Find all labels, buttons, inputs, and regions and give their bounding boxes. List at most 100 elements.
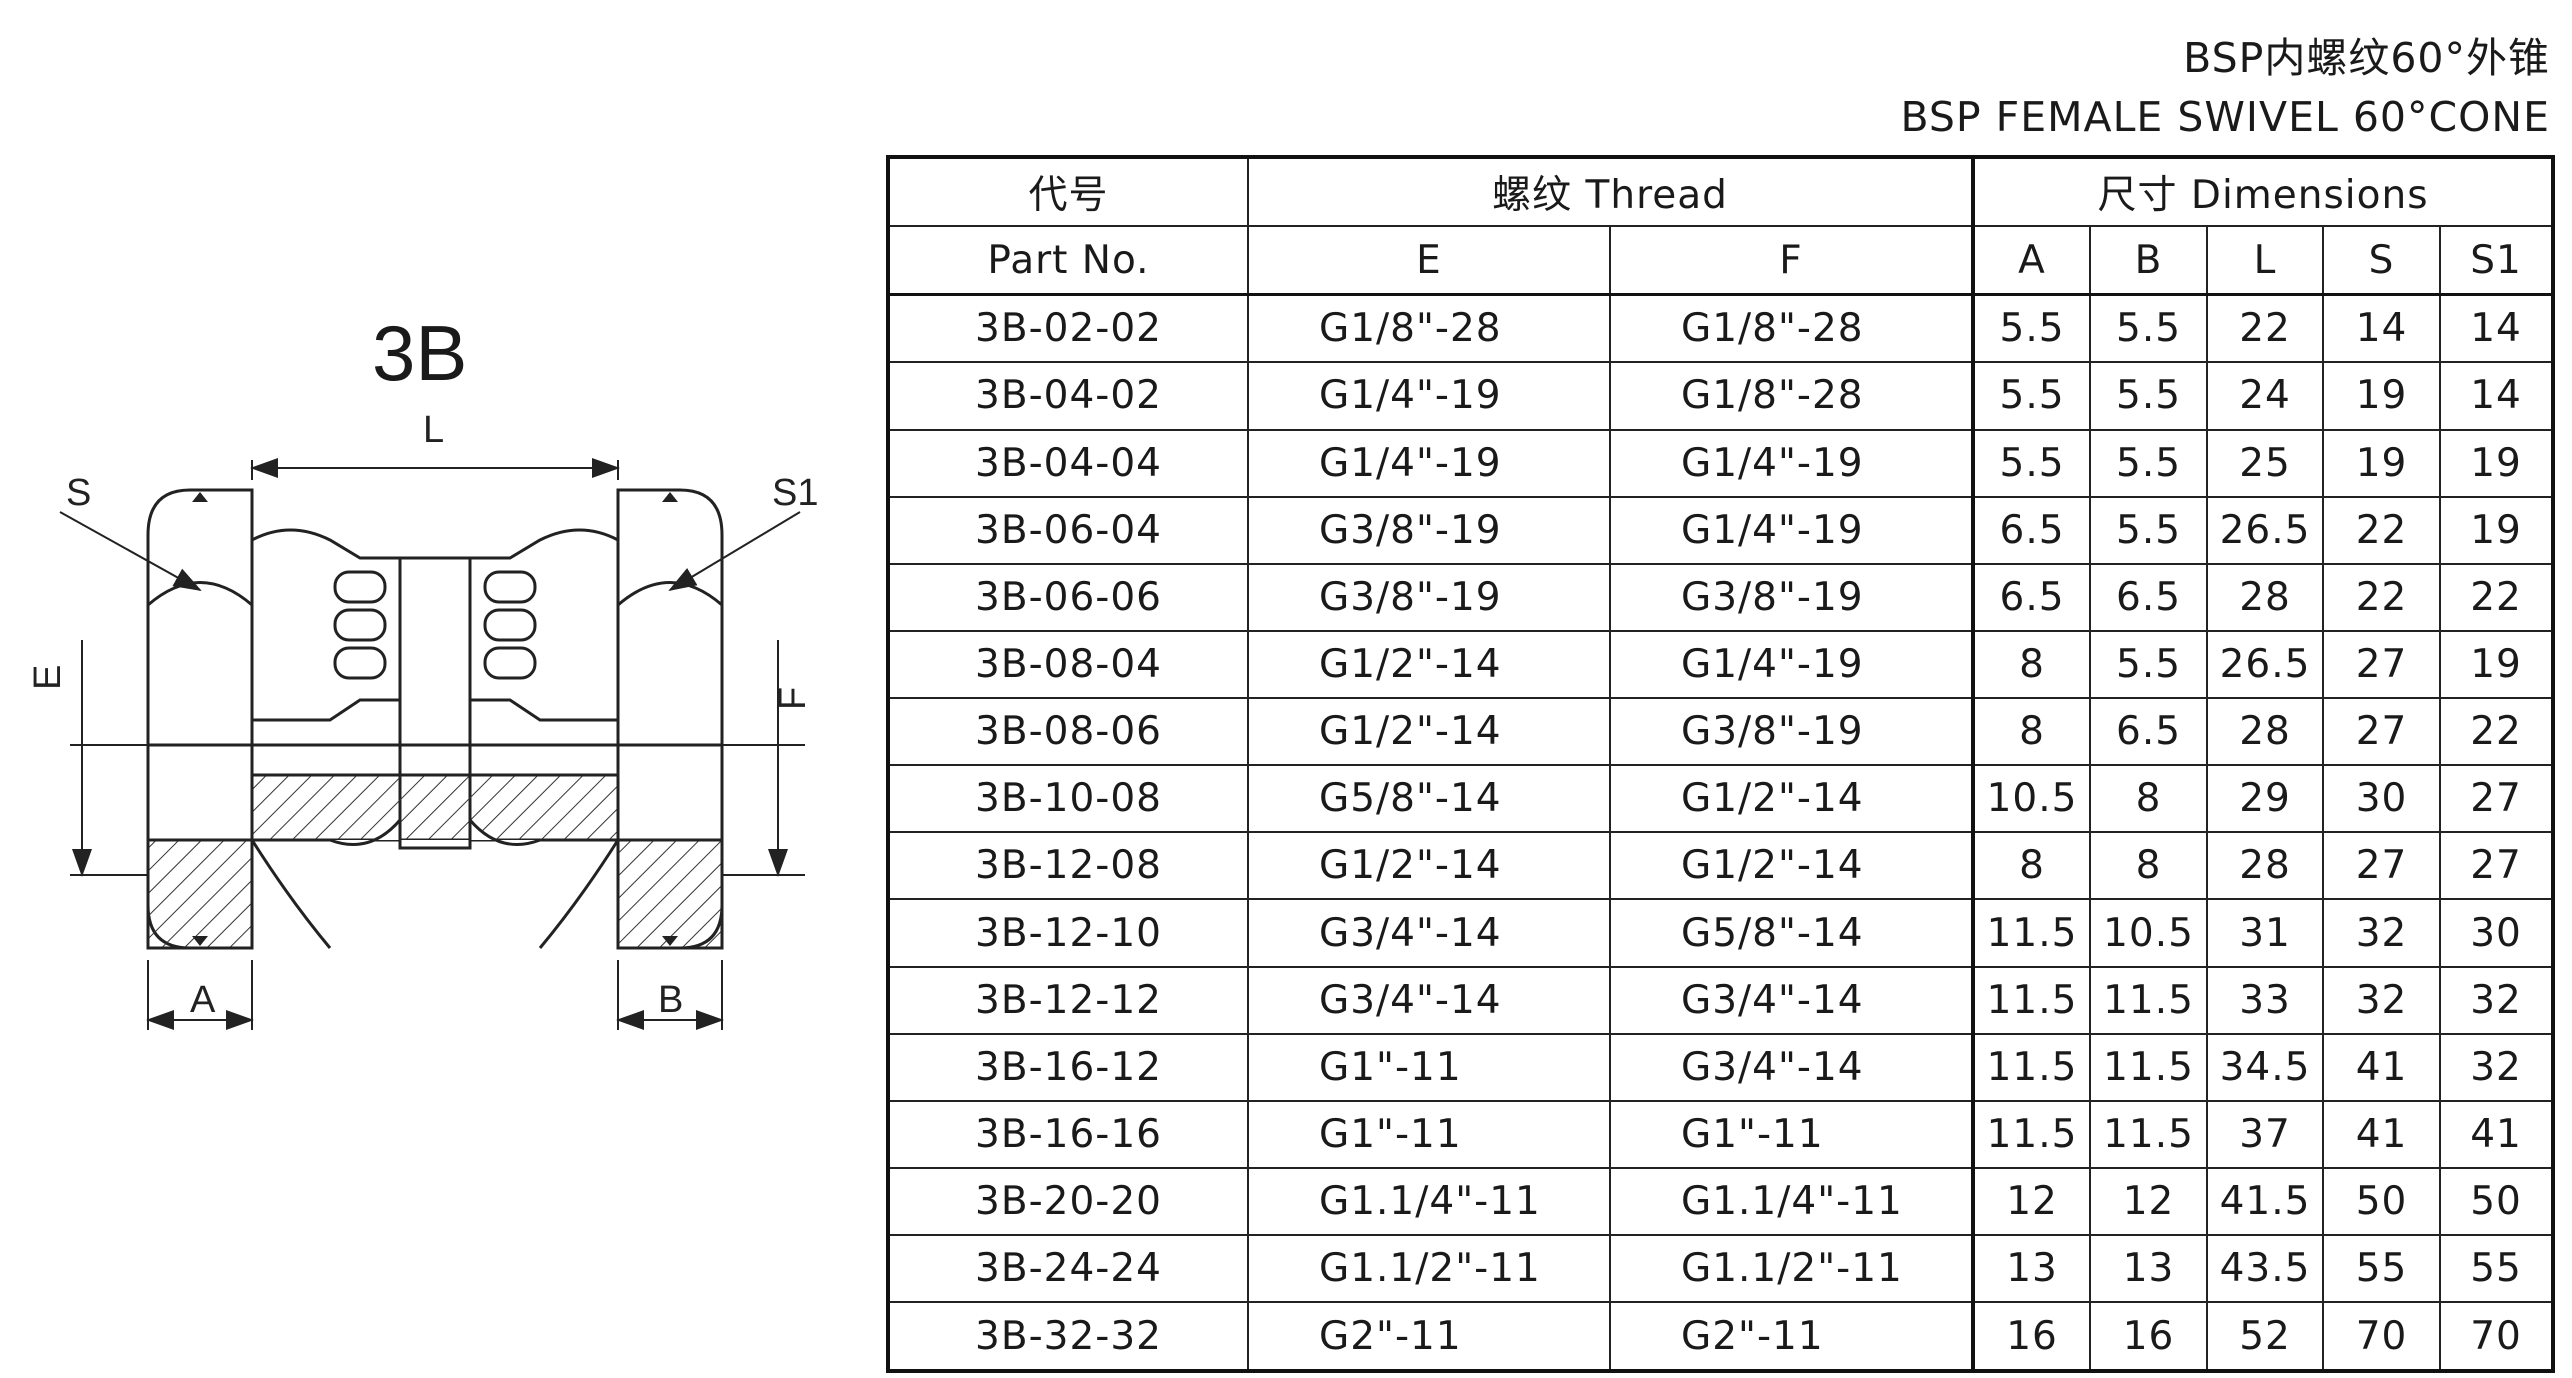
dim-label-F: F: [772, 687, 814, 710]
cell-dim-b: 12: [2089, 1167, 2209, 1237]
dim-label-L: L: [423, 409, 444, 451]
cell-dim-b: 5.5: [2089, 629, 2209, 700]
cell-dim-a: 6.5: [1971, 495, 2092, 565]
cell-dim-l: 25: [2206, 428, 2325, 498]
cell-part-no: 3B-12-12: [887, 965, 1249, 1035]
cell-thread-f: G3/8"-19: [1608, 697, 1975, 767]
cell-dim-l: 28: [2206, 831, 2325, 901]
header-col-A: A: [1971, 225, 2092, 296]
cell-thread-e: G1/8"-28: [1247, 293, 1611, 364]
cell-dim-l: 31: [2206, 898, 2325, 968]
cell-part-no: 3B-12-10: [887, 898, 1249, 968]
cell-thread-f: G3/8"-19: [1608, 562, 1975, 632]
cell-dim-b: 11.5: [2089, 965, 2209, 1035]
header-col-S1: S1: [2439, 225, 2555, 296]
cell-dim-s: 50: [2322, 1167, 2442, 1237]
cell-thread-f: G5/8"-14: [1608, 898, 1975, 968]
cell-thread-e: G3/4"-14: [1247, 898, 1611, 968]
cell-dim-s1: 14: [2439, 293, 2555, 364]
cell-part-no: 3B-20-20: [887, 1167, 1249, 1237]
cell-dim-a: 5.5: [1971, 428, 2092, 498]
header-part-en: Part No.: [887, 225, 1249, 296]
cell-thread-f: G2"-11: [1608, 1301, 1975, 1372]
cell-dim-s1: 30: [2439, 898, 2555, 968]
cell-dim-b: 10.5: [2089, 898, 2209, 968]
cell-dim-s1: 19: [2439, 629, 2555, 700]
cell-dim-a: 11.5: [1971, 1099, 2092, 1170]
cell-dim-s: 19: [2322, 428, 2442, 498]
cell-dim-s: 32: [2322, 965, 2442, 1035]
cell-thread-f: G3/4"-14: [1608, 1032, 1975, 1102]
header-dimensions: 尺寸 Dimensions: [1971, 156, 2555, 227]
cell-dim-a: 16: [1971, 1301, 2092, 1372]
cell-dim-a: 5.5: [1971, 293, 2092, 364]
cell-dim-a: 5.5: [1971, 361, 2092, 431]
cell-thread-f: G1/4"-19: [1608, 495, 1975, 565]
cell-dim-s: 41: [2322, 1099, 2442, 1170]
cell-dim-s1: 50: [2439, 1167, 2555, 1237]
catalog-title-english: BSP FEMALE SWIVEL 60°CONE: [1900, 93, 2550, 141]
cell-thread-e: G1/4"-19: [1247, 361, 1611, 431]
cell-dim-s: 14: [2322, 293, 2442, 364]
cell-dim-l: 24: [2206, 361, 2325, 431]
cell-thread-f: G1.1/2"-11: [1608, 1234, 1975, 1304]
cell-thread-f: G1/4"-19: [1608, 629, 1975, 700]
cell-thread-e: G1/4"-19: [1247, 428, 1611, 498]
cell-thread-f: G1/2"-14: [1608, 831, 1975, 901]
cell-dim-s1: 41: [2439, 1099, 2555, 1170]
cell-dim-s1: 70: [2439, 1301, 2555, 1372]
cell-dim-b: 13: [2089, 1234, 2209, 1304]
cell-dim-l: 22: [2206, 293, 2325, 364]
dim-label-S1: S1: [772, 472, 818, 514]
cell-dim-s1: 55: [2439, 1234, 2555, 1304]
cell-dim-s: 30: [2322, 764, 2442, 834]
cell-dim-b: 8: [2089, 764, 2209, 834]
cell-dim-a: 6.5: [1971, 562, 2092, 632]
cell-dim-b: 11.5: [2089, 1032, 2209, 1102]
cell-dim-l: 43.5: [2206, 1234, 2325, 1304]
cell-part-no: 3B-06-06: [887, 562, 1249, 632]
header-thread: 螺纹 Thread: [1246, 156, 1975, 227]
cell-dim-s: 41: [2322, 1032, 2442, 1102]
cell-thread-f: G1/4"-19: [1608, 428, 1975, 498]
cell-dim-b: 6.5: [2089, 562, 2209, 632]
cell-dim-l: 52: [2206, 1301, 2325, 1372]
cell-dim-l: 28: [2206, 697, 2325, 767]
cell-dim-a: 11.5: [1971, 898, 2092, 968]
cell-dim-s: 19: [2322, 361, 2442, 431]
cell-dim-l: 33: [2206, 965, 2325, 1035]
cell-dim-a: 8: [1971, 831, 2092, 901]
cell-dim-a: 10.5: [1971, 764, 2092, 834]
cell-dim-b: 6.5: [2089, 697, 2209, 767]
dim-label-A: A: [190, 979, 216, 1021]
header-col-F: F: [1608, 225, 1975, 296]
cell-part-no: 3B-16-16: [887, 1099, 1249, 1170]
cell-part-no: 3B-10-08: [887, 764, 1249, 834]
cell-thread-e: G1/2"-14: [1247, 697, 1611, 767]
cell-dim-l: 26.5: [2206, 629, 2325, 700]
cell-dim-l: 34.5: [2206, 1032, 2325, 1102]
cell-thread-e: G3/8"-19: [1247, 495, 1611, 565]
cell-thread-e: G1.1/2"-11: [1247, 1234, 1611, 1304]
cell-thread-f: G1/8"-28: [1608, 293, 1975, 364]
cell-dim-s1: 32: [2439, 965, 2555, 1035]
cell-dim-b: 5.5: [2089, 428, 2209, 498]
cell-dim-s: 22: [2322, 562, 2442, 632]
cell-dim-l: 37: [2206, 1099, 2325, 1170]
fitting-technical-drawing: L S S1 A B E F: [30, 409, 818, 1030]
cell-dim-b: 5.5: [2089, 361, 2209, 431]
cell-thread-f: G1"-11: [1608, 1099, 1975, 1170]
cell-dim-s: 70: [2322, 1301, 2442, 1372]
cell-dim-s1: 32: [2439, 1032, 2555, 1102]
cell-thread-e: G3/4"-14: [1247, 965, 1611, 1035]
cell-dim-l: 29: [2206, 764, 2325, 834]
